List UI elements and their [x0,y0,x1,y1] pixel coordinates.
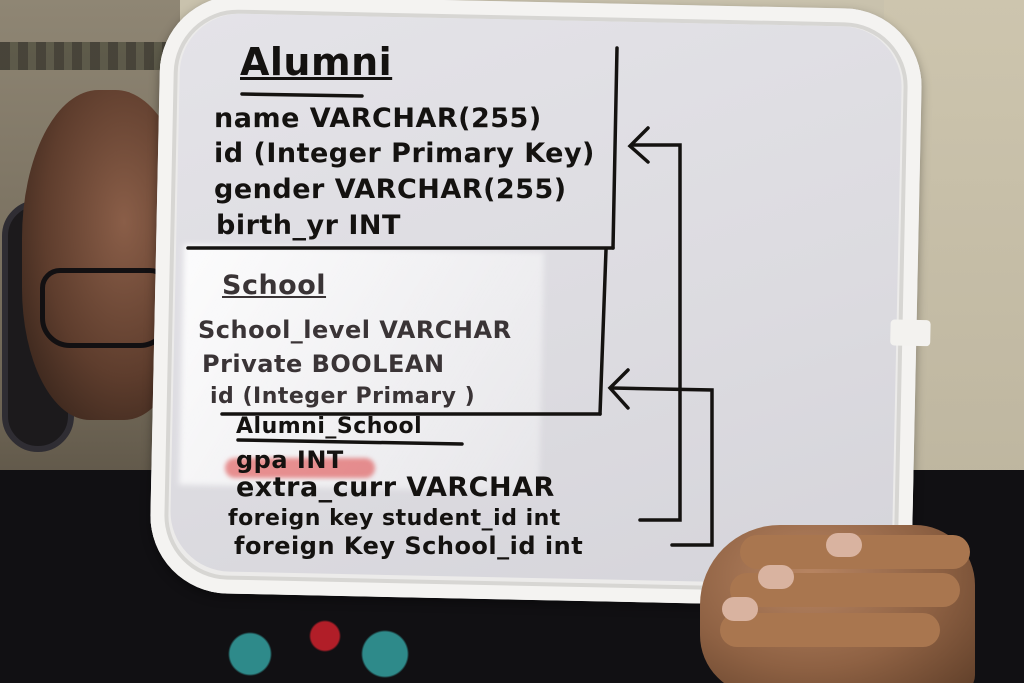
school-field-level: School_level VARCHAR [198,316,512,344]
red-highlight [225,458,375,478]
alumni-school-table-title: Alumni_School [236,414,423,439]
alumni-box-right [611,46,619,250]
school-field-private: Private BOOLEAN [202,350,445,378]
school-field-id: id (Integer Primary ) [210,384,476,409]
shelf-ledge [0,42,170,70]
school-fk-arrow-line [610,386,714,547]
alumni-field-gender: gender VARCHAR(255) [214,174,567,205]
alumni-school-field-gpa: gpa INT [236,446,344,474]
finger [720,613,940,647]
school-fk-arrow-head [607,368,630,410]
fingernail [826,533,862,557]
hand [700,525,975,683]
alumni-school-underline [236,438,464,446]
alumni-school-field-student-fk: foreign key student_id int [228,506,561,531]
alumni-field-birth-yr: birth_yr INT [216,210,401,241]
alumni-underline [240,92,364,98]
alumni-field-name: name VARCHAR(255) [214,103,542,134]
student-fk-arrow-head [627,126,650,164]
shirt-print [160,600,460,683]
student-fk-arrow-line [630,143,682,522]
fingernail [758,565,794,589]
school-table-title: School [222,270,327,301]
alumni-school-field-school-fk: foreign Key School_id int [234,532,584,560]
school-box-right [598,248,608,416]
fingernail [722,597,758,621]
alumni-school-field-extra-curr: extra_curr VARCHAR [236,472,555,503]
alumni-field-id: id (Integer Primary Key) [214,138,595,169]
alumni-table-title: Alumni [240,40,393,84]
